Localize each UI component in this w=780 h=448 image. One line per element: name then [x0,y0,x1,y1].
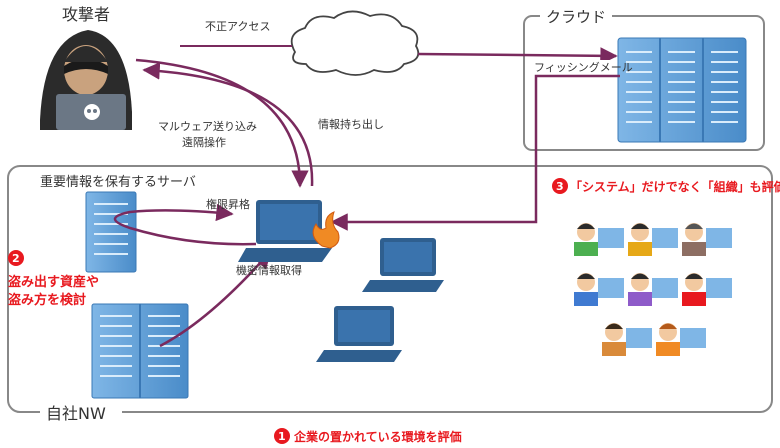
internal-network-frame [7,165,773,413]
malware-label-line1: マルウェア送り込み [158,119,257,133]
cloud-region-frame [523,15,765,151]
credential-theft-label: 機密情報取得 [236,263,302,277]
callout-three-badge [552,178,568,194]
callout-one-number: 1 [278,430,286,443]
malware-label-line2: 遠隔操作 [182,135,226,149]
callout-two-number: 2 [12,252,20,265]
callout-three-text: 「システム」だけでなく「組織」も評価 [570,179,780,194]
attacker-label: 攻撃者 [62,5,110,24]
laptop-icon-bottom [316,306,402,362]
laptop-icon-middle [362,238,444,292]
exfiltration-label: 情報持ち出し [318,117,384,131]
callout-two-text-line2: 盗み方を検討 [8,292,86,308]
phishing-mail-label: フィッシングメール [534,60,633,74]
fire-icon [312,211,340,249]
callout-two-text-line1: 盗み出す資産や [8,274,99,290]
cloud-icon [290,10,420,76]
internal-network-label: 自社NW [46,404,106,423]
unauthorized-access-arrow-right [417,47,618,65]
internal-server-icon-top [85,191,137,273]
callout-one-text: 企業の置かれている環境を評価 [293,429,462,444]
cloud-server-icon [617,37,747,143]
privilege-escalation-label: 権限昇格 [206,197,250,211]
malware-arrow [135,58,309,188]
internal-server-icon-bottom [91,303,189,399]
server-holding-info-label: 重要情報を保有するサーバ [40,174,196,190]
employees-icon-group [574,223,732,356]
cloud-region-label: クラウド [546,8,606,26]
callout-one-badge [274,428,290,444]
credential-theft-arrow [159,250,272,348]
phishing-mail-arrow [330,74,620,231]
attacker-icon [40,30,132,130]
compromised-laptop-icon [238,200,332,262]
callout-two-badge [8,250,24,266]
exfiltration-arrow [142,62,314,187]
unauthorized-access-label: 不正アクセス [205,20,270,33]
callout-three-number: 3 [556,180,564,193]
privilege-escalation-arrow [113,203,257,246]
